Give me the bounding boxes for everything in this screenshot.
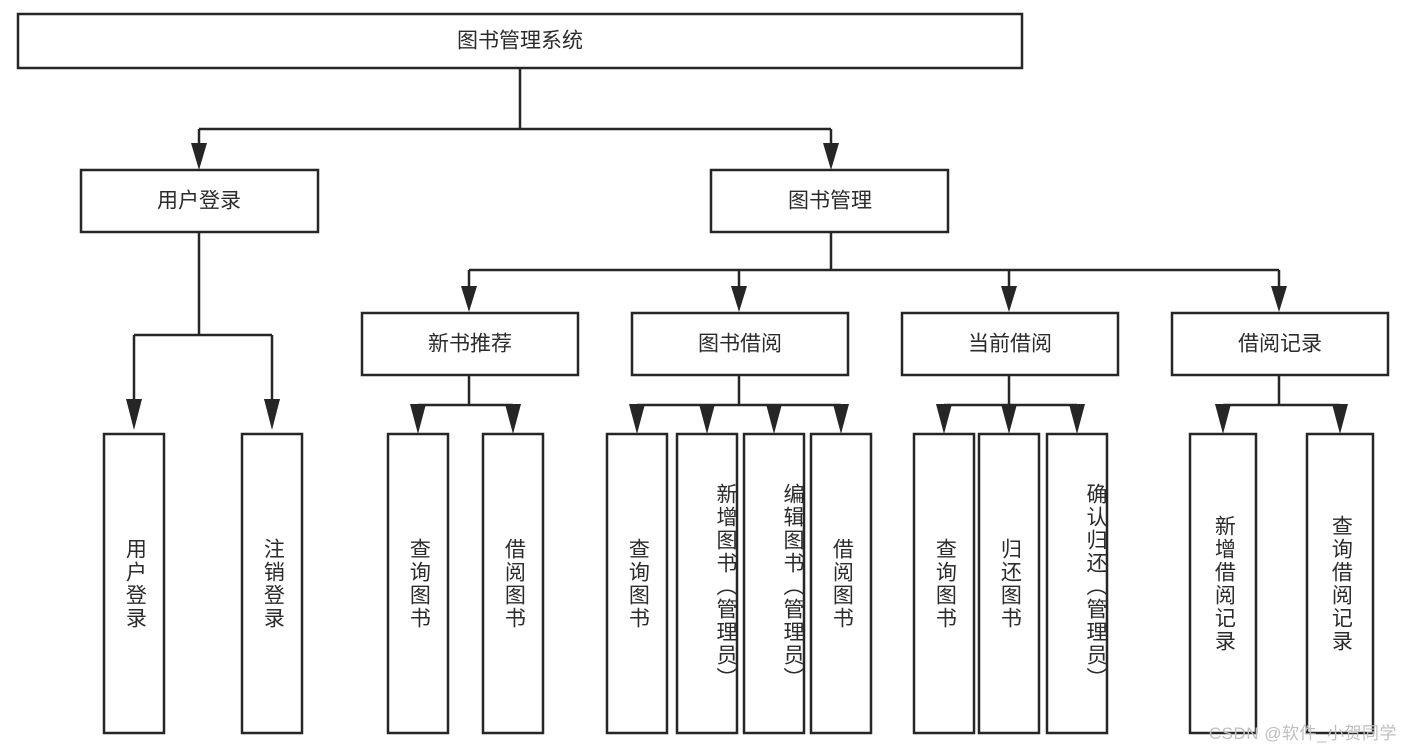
node-leaf-add-record-box[interactable] xyxy=(1188,432,1258,735)
node-root-box[interactable] xyxy=(16,12,1024,70)
node-current-borrow-label: 当前借阅 xyxy=(968,333,1052,356)
node-leaf-add-book-box[interactable] xyxy=(675,432,739,735)
arrow-currentborrow-to-leaf3 xyxy=(1069,404,1085,434)
node-user-login-label: 用户登录 xyxy=(157,190,241,213)
arrow-userlogin-to-leaf1 xyxy=(126,399,142,430)
node-book-management-box[interactable] xyxy=(709,168,950,234)
node-new-book-recommend[interactable]: 新书推荐 xyxy=(360,311,580,377)
arrow-bookborrow-to-leaf1 xyxy=(629,404,645,434)
node-borrow-record-box[interactable] xyxy=(1170,311,1390,377)
node-leaf-user-login-box[interactable] xyxy=(102,432,166,735)
node-book-management-label: 图书管理 xyxy=(788,190,872,213)
node-book-borrow-label: 图书借阅 xyxy=(698,333,782,356)
node-leaf-query-book-1-box[interactable] xyxy=(386,432,450,735)
arrow-bookmgmt-to-l3-4 xyxy=(1271,286,1287,312)
node-leaf-borrow-book-2-box[interactable] xyxy=(809,432,873,735)
node-leaf-query-record-box[interactable] xyxy=(1305,432,1375,735)
node-book-management[interactable]: 图书管理 xyxy=(709,168,950,234)
node-root[interactable]: 图书管理系统 xyxy=(16,12,1024,70)
node-borrow-record[interactable]: 借阅记录 xyxy=(1170,311,1390,377)
node-leaf-query-book-3-box[interactable] xyxy=(912,432,976,735)
connector-layer xyxy=(126,68,1348,434)
arrow-newbook-to-leaf1 xyxy=(410,404,426,434)
arrow-bookborrow-to-leaf3 xyxy=(766,404,782,434)
node-current-borrow-box[interactable] xyxy=(900,311,1120,377)
arrow-bookmgmt-to-l3-2 xyxy=(731,286,747,312)
node-leaf-borrow-book-1-box[interactable] xyxy=(481,432,545,735)
node-new-book-recommend-box[interactable] xyxy=(360,311,580,377)
arrow-currentborrow-to-leaf2 xyxy=(1001,404,1017,434)
node-leaf-query-book-2-box[interactable] xyxy=(605,432,669,735)
node-leaf-confirm-return-box[interactable] xyxy=(1045,432,1109,735)
node-user-login[interactable]: 用户登录 xyxy=(79,168,320,234)
node-book-borrow[interactable]: 图书借阅 xyxy=(630,311,850,377)
arrow-root-to-book-management xyxy=(823,143,839,170)
node-current-borrow[interactable]: 当前借阅 xyxy=(900,311,1120,377)
arrow-bookborrow-to-leaf4 xyxy=(833,404,849,434)
node-user-login-box[interactable] xyxy=(79,168,320,234)
arrow-newbook-to-leaf2 xyxy=(505,404,521,434)
arrow-userlogin-to-leaf2 xyxy=(264,399,280,430)
node-borrow-record-label: 借阅记录 xyxy=(1238,333,1322,356)
arrow-borrowrecord-to-leaf2 xyxy=(1332,404,1348,434)
node-root-label: 图书管理系统 xyxy=(457,30,583,53)
arrow-bookmgmt-to-l3-3 xyxy=(1001,286,1017,312)
node-book-borrow-box[interactable] xyxy=(630,311,850,377)
node-layer: 图书管理系统 用户登录 图书管理 新书推荐 图书借阅 当前 xyxy=(16,12,1390,735)
arrow-borrowrecord-to-leaf1 xyxy=(1215,404,1231,434)
node-leaf-edit-book-box[interactable] xyxy=(742,432,806,735)
arrow-root-to-user-login xyxy=(191,143,207,170)
csdn-watermark: CSDN @软件_小贺同学 xyxy=(1208,724,1397,743)
node-new-book-recommend-label: 新书推荐 xyxy=(428,333,512,356)
arrow-bookmgmt-to-l3-1 xyxy=(461,286,477,312)
arrow-bookborrow-to-leaf2 xyxy=(699,404,715,434)
node-leaf-logout-box[interactable] xyxy=(240,432,304,735)
arrow-currentborrow-to-leaf1 xyxy=(936,404,952,434)
node-leaf-return-book-box[interactable] xyxy=(977,432,1041,735)
